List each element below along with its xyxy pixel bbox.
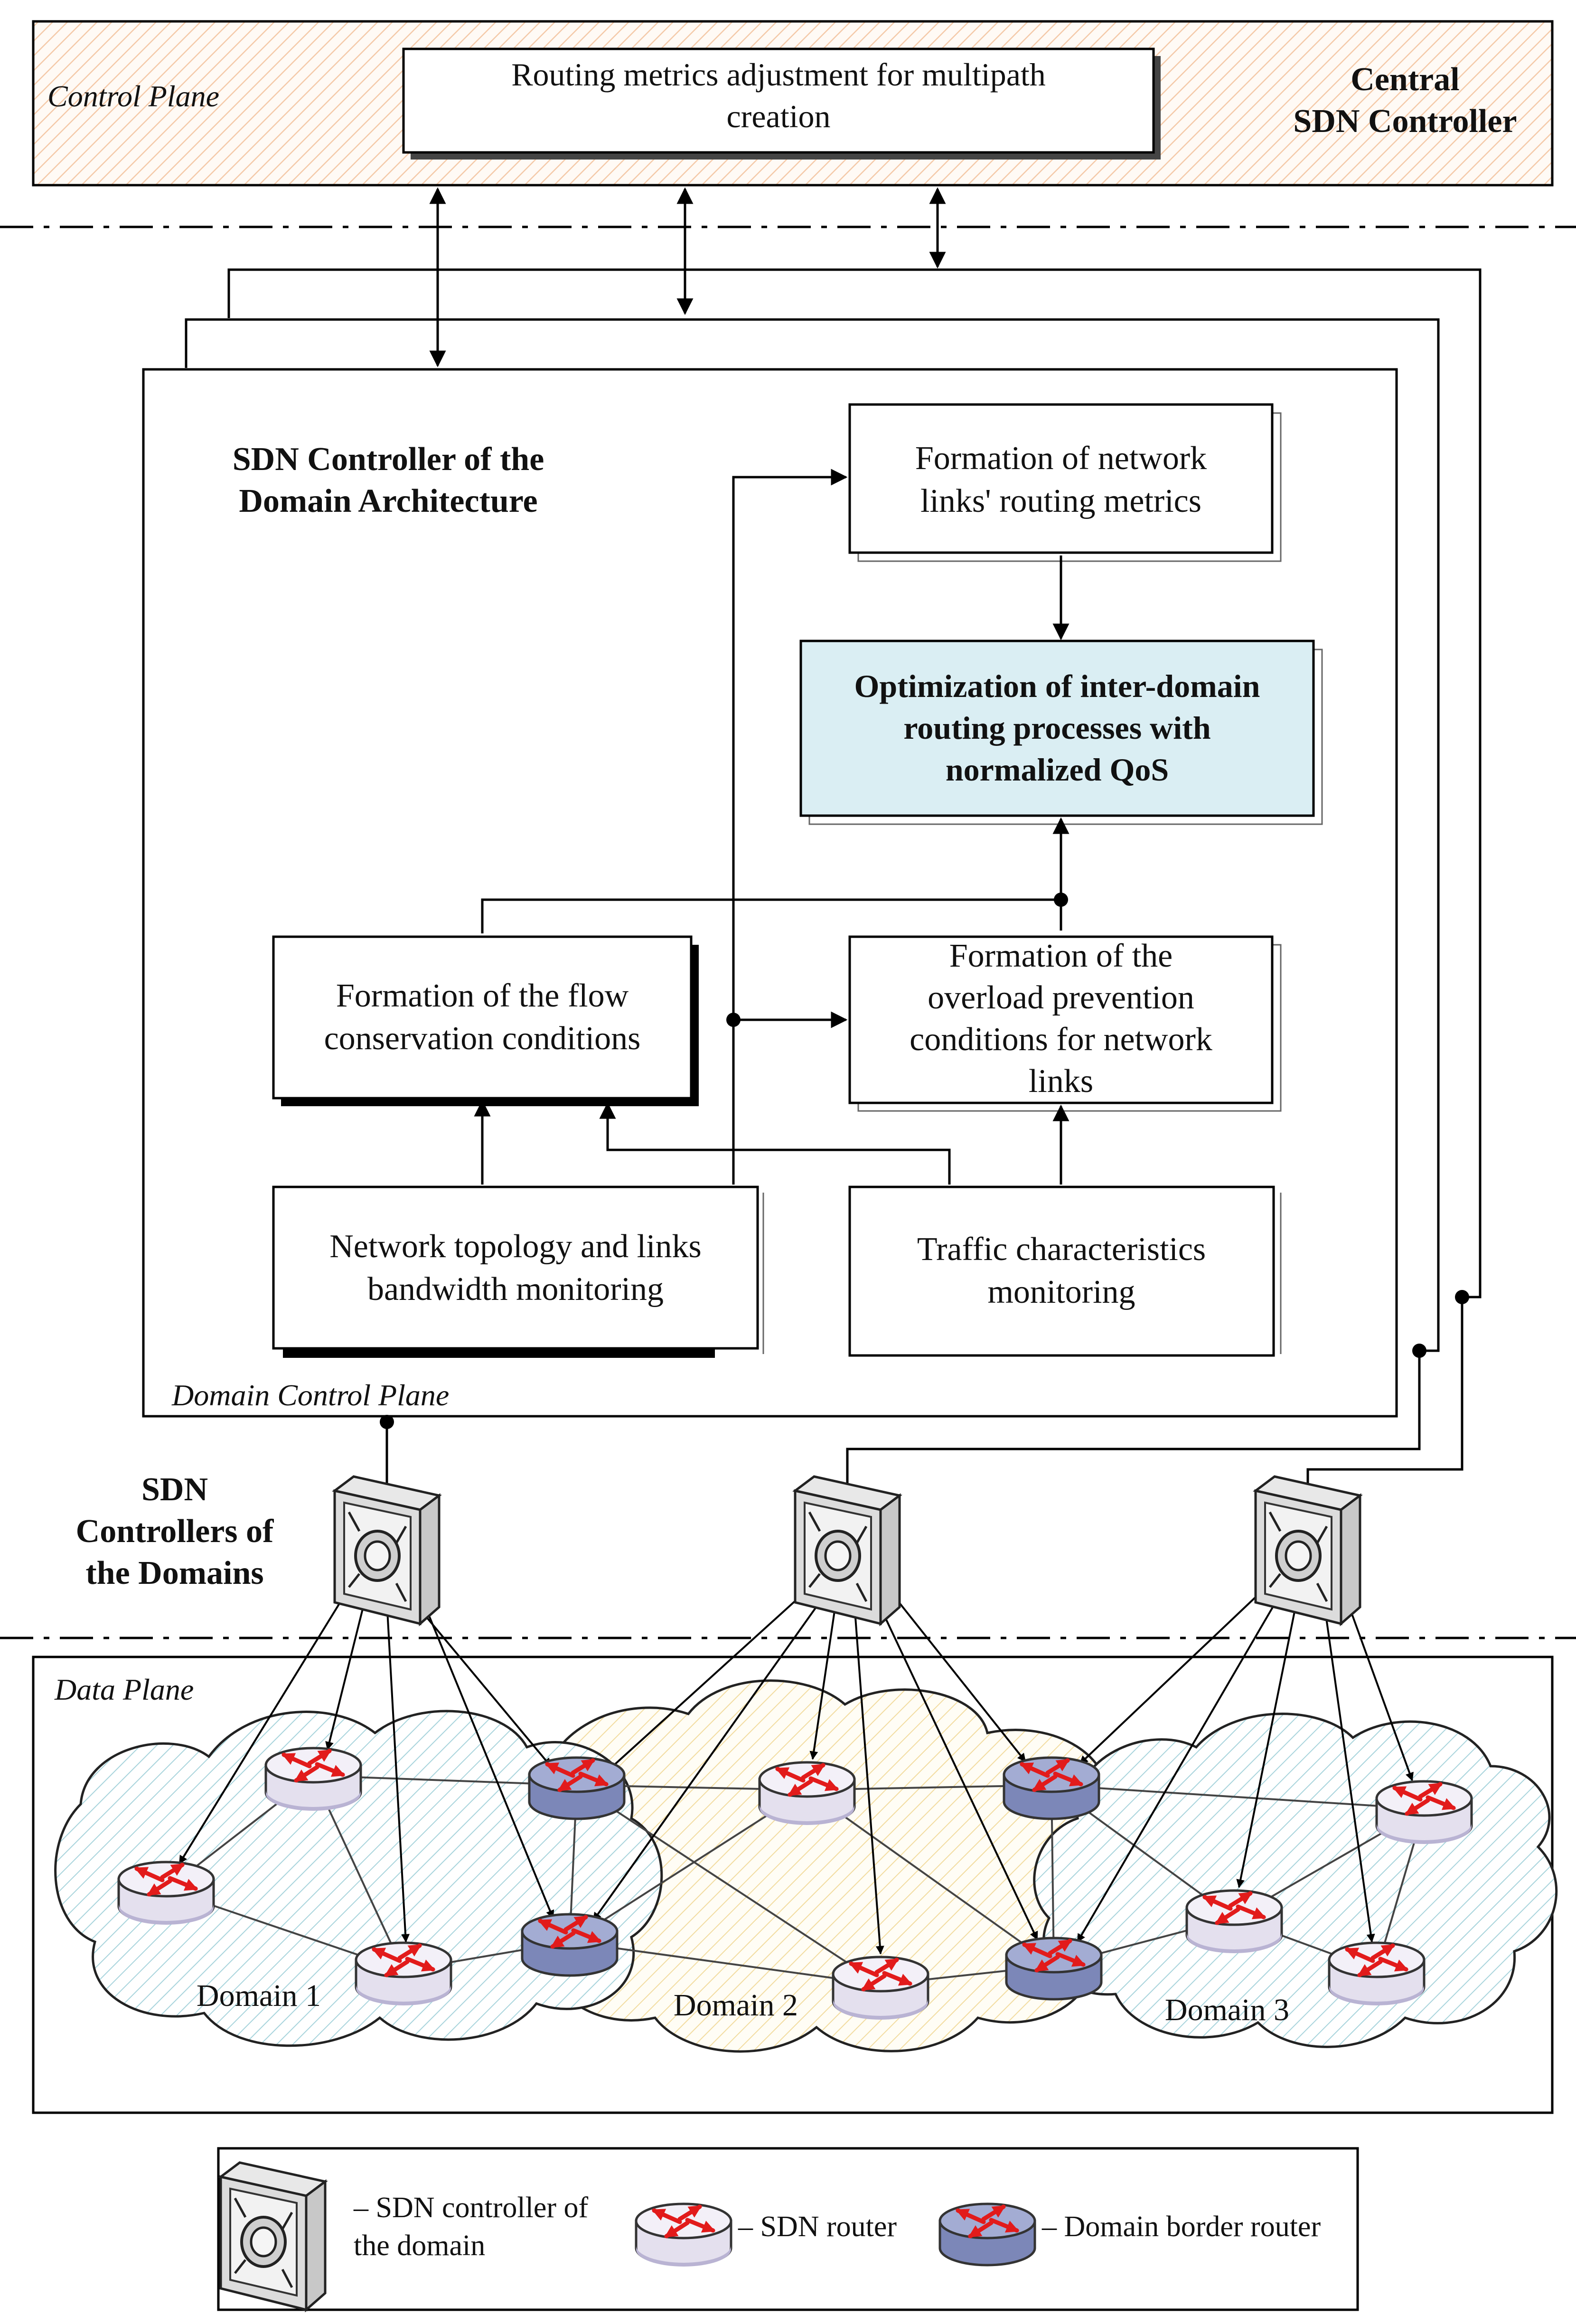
border-router-d2-top [1004, 1758, 1099, 1819]
legend-sdn-router-icon [636, 2204, 731, 2267]
topology-line2: bandwidth monitoring [367, 1271, 664, 1308]
border-router-d1-bottom [522, 1914, 617, 1976]
domain-architecture-title-1: SDN Controller of the [233, 441, 544, 478]
central-links [429, 187, 946, 367]
central-controller-label-2: SDN Controller [1293, 103, 1517, 140]
traffic-line2: monitoring [987, 1274, 1135, 1310]
domain-2-label: Domain 2 [674, 1988, 798, 2023]
sdn-controller-domain-3 [1256, 1477, 1360, 1624]
traffic-line1: Traffic characteristics [917, 1231, 1206, 1268]
flow-line2: conservation conditions [324, 1020, 641, 1057]
metrics-line1: Formation of network [915, 440, 1207, 477]
overload-prevention-box: Formation of the overload prevention con… [848, 935, 1282, 1112]
border-router-d1-top [529, 1758, 624, 1819]
sdn-router-d1-bottom [356, 1943, 451, 2005]
control-plane: Control Plane Routing metrics adjustment… [32, 20, 1554, 187]
optimization-line3: normalized QoS [946, 752, 1169, 788]
data-plane-label: Data Plane [54, 1673, 194, 1706]
sdn-router-d1-top [266, 1748, 361, 1811]
sdn-router-d1-left [119, 1862, 214, 1925]
sdn-controller-domain-1 [335, 1477, 439, 1624]
domain-architecture-title-2: Domain Architecture [239, 483, 537, 519]
multipath-box-line2: creation [727, 98, 831, 134]
legend-controller-text-1: – SDN controller of [353, 2192, 589, 2224]
multipath-box: Routing metrics adjustment for multipath… [402, 47, 1161, 160]
optimization-line1: Optimization of inter-domain [854, 668, 1260, 704]
domain-controllers [335, 1477, 1360, 1624]
sdn-router-d3-mid [1187, 1891, 1282, 1953]
topology-monitoring-box: Network topology and links bandwidth mon… [272, 1186, 764, 1358]
controller-router-links [178, 1587, 1414, 1955]
legend-controller-text-2: the domain [354, 2230, 485, 2262]
domain-1-label: Domain 1 [197, 1978, 321, 2013]
controller-panel-links [385, 1297, 1463, 1496]
controllers-label-2: Controllers of [76, 1513, 274, 1550]
overload-line1: Formation of the [949, 938, 1173, 974]
optimization-line2: routing processes with [903, 710, 1210, 746]
metrics-box: Formation of network links' routing metr… [848, 403, 1282, 562]
legend-border-router-icon [940, 2204, 1035, 2265]
controllers-label-3: the Domains [85, 1555, 263, 1591]
optimization-box: Optimization of inter-domain routing pro… [799, 640, 1323, 825]
overload-line3: conditions for network [910, 1021, 1212, 1058]
overload-line4: links [1029, 1063, 1093, 1100]
traffic-monitoring-box: Traffic characteristics monitoring [848, 1186, 1282, 1357]
internal-flow-arrows [474, 469, 1069, 1185]
legend-controller-icon [221, 2163, 325, 2310]
sdn-router-d3-bottom [1329, 1943, 1424, 2005]
domain-control-plane-label: Domain Control Plane [171, 1378, 449, 1412]
central-controller-label-1: Central [1351, 61, 1459, 98]
border-router-d2-bottom [1006, 1938, 1101, 1999]
sdn-controller-domain-2 [795, 1477, 900, 1624]
controllers-label: SDN Controllers of the Domains [76, 1471, 274, 1591]
domain-3-label: Domain 3 [1165, 1993, 1289, 2027]
sdn-router-d3-top [1377, 1781, 1472, 1844]
metrics-line2: links' routing metrics [920, 483, 1201, 519]
legend: – SDN controller of the domain – SDN rou… [217, 2147, 1359, 2310]
junction-dots [380, 893, 1469, 1429]
multipath-box-line1: Routing metrics adjustment for multipath [511, 56, 1046, 93]
control-plane-label: Control Plane [47, 79, 219, 113]
legend-sdn-router-text: – SDN router [738, 2211, 897, 2243]
topology-line1: Network topology and links [329, 1228, 702, 1265]
overload-line2: overload prevention [928, 979, 1194, 1016]
sdn-router-d2-top [760, 1762, 854, 1825]
flow-conservation-box: Formation of the flow conservation condi… [272, 935, 699, 1106]
legend-border-router-text: – Domain border router [1041, 2211, 1321, 2243]
sdn-router-d2-bottom [833, 1957, 928, 2020]
controllers-label-1: SDN [141, 1471, 208, 1508]
flow-line1: Formation of the flow [336, 978, 629, 1014]
